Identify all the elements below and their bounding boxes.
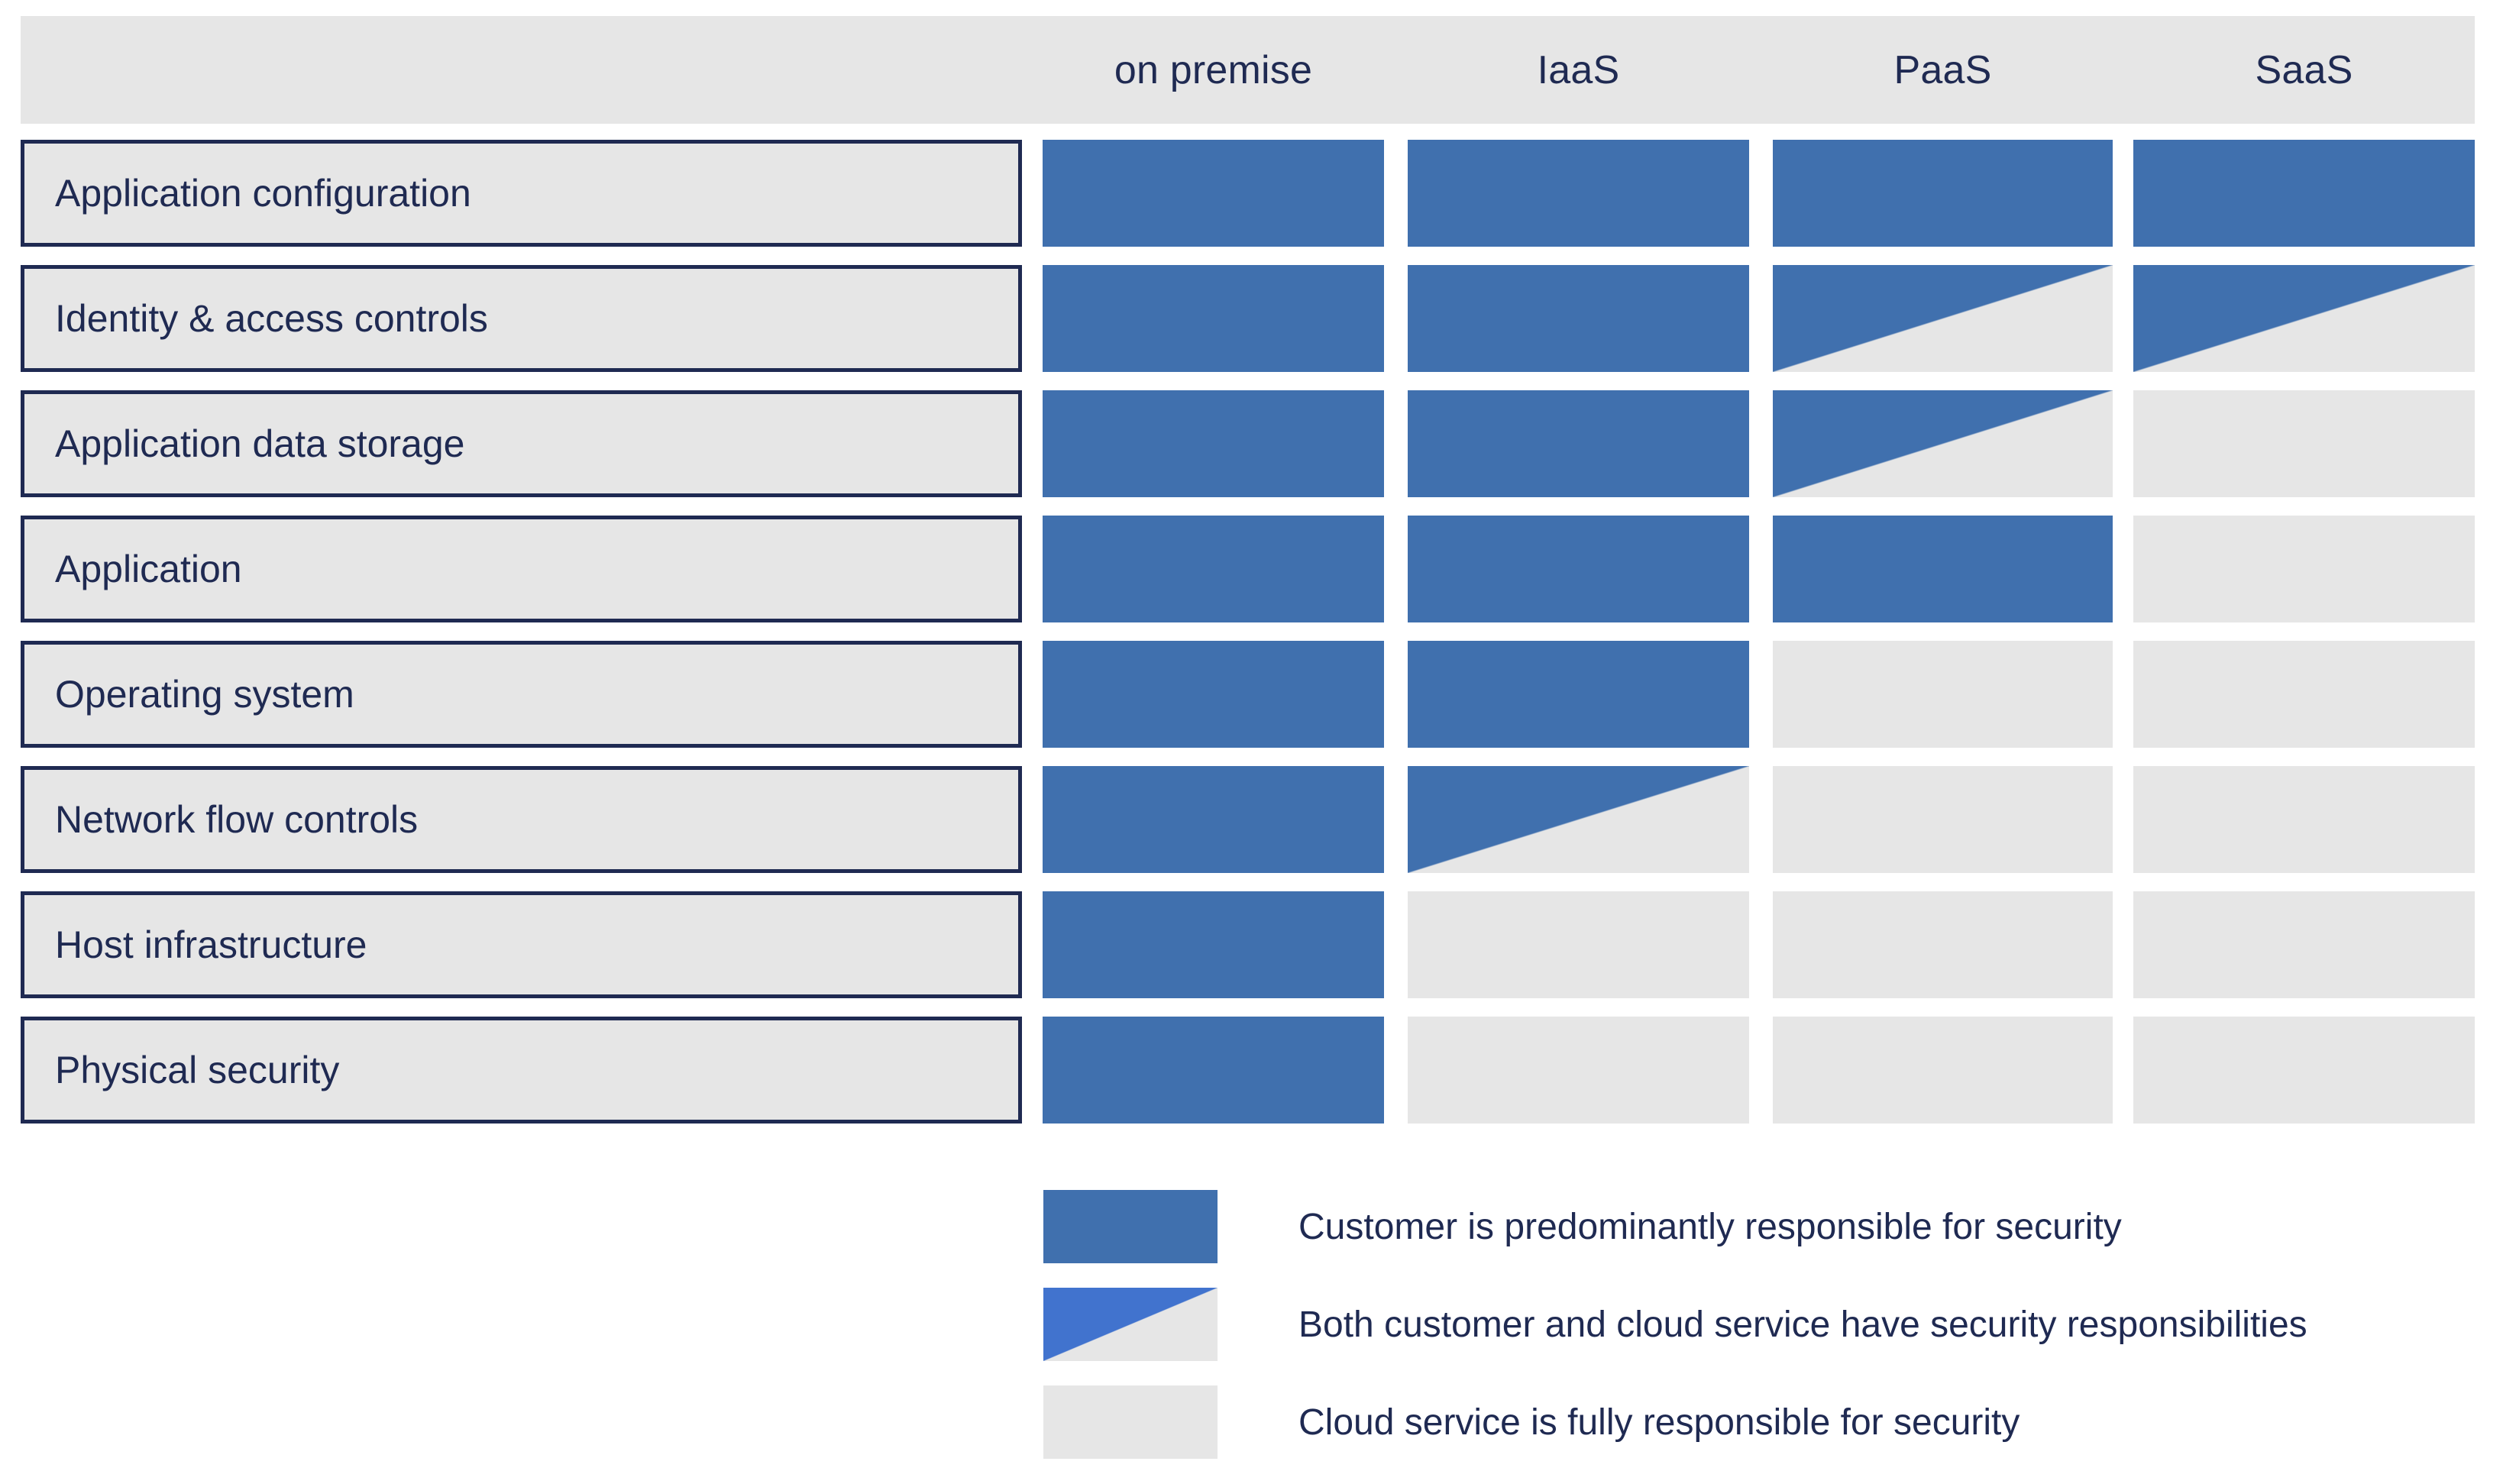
- matrix-cell: [1773, 891, 2113, 998]
- matrix-cell: [1408, 766, 1749, 873]
- row-label-box: Host infrastructure: [21, 891, 1022, 998]
- matrix-cell: [1408, 891, 1749, 998]
- matrix-cell: [2133, 766, 2475, 873]
- matrix-cell: [1408, 390, 1749, 497]
- matrix-cell: [1043, 1017, 1384, 1124]
- column-header-paas: PaaS: [1893, 47, 1992, 92]
- matrix-cell: [1043, 891, 1384, 998]
- matrix-cell: [1043, 390, 1384, 497]
- split-triangle: [1773, 390, 2113, 497]
- legend: Customer is predominantly responsible fo…: [1043, 1190, 2479, 1465]
- legend-swatch-grey: [1043, 1385, 1218, 1459]
- column-header-saas: SaaS: [2255, 47, 2353, 92]
- matrix-cell: [2133, 516, 2475, 622]
- matrix-cell: [1043, 766, 1384, 873]
- matrix-cell: [1408, 140, 1749, 247]
- row-label-box: Application configuration: [21, 140, 1022, 247]
- column-header-on-premise: on premise: [1114, 47, 1313, 92]
- column-header-band: on premise IaaS PaaS SaaS: [21, 16, 2475, 124]
- legend-swatch-split: [1043, 1288, 1218, 1361]
- matrix-cell: [1043, 641, 1384, 748]
- matrix-cell: [1773, 1017, 2113, 1124]
- matrix-cell: [1408, 516, 1749, 622]
- split-triangle: [1408, 766, 1749, 873]
- split-triangle: [1773, 265, 2113, 372]
- matrix-cell: [1773, 265, 2113, 372]
- row-label-box: Application data storage: [21, 390, 1022, 497]
- matrix-cell: [2133, 1017, 2475, 1124]
- column-header-iaas: IaaS: [1537, 47, 1620, 92]
- row-label-box: Operating system: [21, 641, 1022, 748]
- split-triangle: [2133, 265, 2475, 372]
- legend-item: Both customer and cloud service have sec…: [1043, 1288, 2479, 1361]
- legend-swatch-solid: [1043, 1190, 1218, 1263]
- matrix-cell: [1773, 766, 2113, 873]
- row-label-box: Network flow controls: [21, 766, 1022, 873]
- matrix-cell: [1773, 140, 2113, 247]
- legend-item: Customer is predominantly responsible fo…: [1043, 1190, 2479, 1263]
- matrix-cell: [2133, 891, 2475, 998]
- row-label-box: Identity & access controls: [21, 265, 1022, 372]
- legend-label: Cloud service is fully responsible for s…: [1298, 1402, 2020, 1443]
- legend-label: Both customer and cloud service have sec…: [1298, 1304, 2307, 1345]
- matrix-cell: [1773, 641, 2113, 748]
- legend-label: Customer is predominantly responsible fo…: [1298, 1206, 2122, 1247]
- matrix-cell: [2133, 140, 2475, 247]
- matrix-cell: [1043, 265, 1384, 372]
- matrix-cell: [2133, 265, 2475, 372]
- matrix-cell: [1408, 1017, 1749, 1124]
- matrix-cell: [1043, 140, 1384, 247]
- row-label-box: Application: [21, 516, 1022, 622]
- matrix-cell: [1408, 265, 1749, 372]
- matrix-cell: [1773, 516, 2113, 622]
- matrix-cell: [1773, 390, 2113, 497]
- legend-item: Cloud service is fully responsible for s…: [1043, 1385, 2479, 1459]
- matrix-cell: [1408, 641, 1749, 748]
- row-label-box: Physical security: [21, 1017, 1022, 1124]
- matrix-cell: [2133, 390, 2475, 497]
- split-triangle: [1043, 1288, 1218, 1361]
- matrix-cell: [1043, 516, 1384, 622]
- matrix-cell: [2133, 641, 2475, 748]
